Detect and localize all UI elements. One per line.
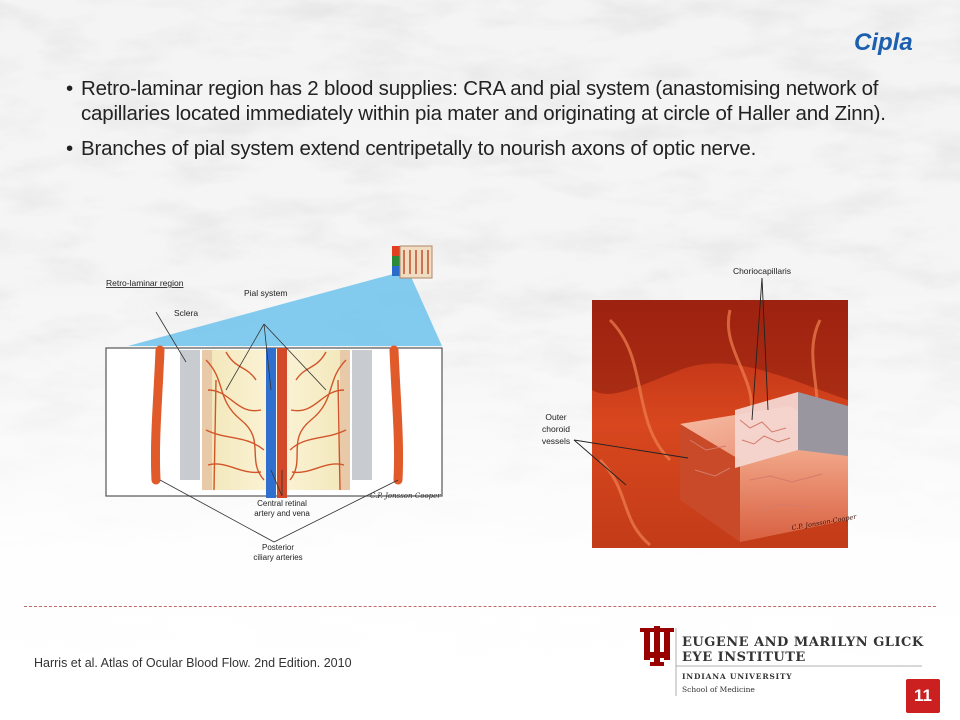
iu-trident-icon [640,626,674,666]
label-vessels: vessels [542,436,570,446]
label-outer: Outer [545,412,566,422]
label-choroid: choroid [542,424,570,434]
institute-line4: School of Medicine [682,685,755,694]
ciliary-artery-left [150,345,165,485]
label-pial-system: Pial system [244,288,287,298]
label-retro-laminar: Retro-laminar region [106,278,184,288]
tissue-block-front [740,440,848,542]
glick-eye-institute-logo: EUGENE AND MARILYN GLICK EYE INSTITUTE I… [640,626,924,696]
label-sclera: Sclera [174,308,198,318]
central-artery [277,348,287,498]
inset-thumbnail [392,245,433,279]
footer-divider [24,606,936,607]
institute-line1: EUGENE AND MARILYN GLICK [682,635,924,650]
bullet-text: Retro-laminar region has 2 blood supplie… [81,77,886,125]
ciliary-artery-right [389,345,404,485]
choroid-diagram: Choriocapillaris Outer choroid vessels C… [542,266,858,548]
central-vein [266,348,276,498]
artist-signature: C.P. Jonsson-Cooper [370,492,441,500]
retro-laminar-diagram: Retro-laminar region Pial system Sclera … [105,245,443,562]
label-posterior: Posterior [262,543,294,552]
sclera-left [180,350,200,480]
citation: Harris et al. Atlas of Ocular Blood Flow… [34,656,352,670]
label-choriocapillaris: Choriocapillaris [733,266,791,276]
page-number-badge: 11 [906,679,940,713]
label-central-retinal-2: artery and vena [254,509,310,518]
cipla-logo-text: Cipla [854,29,913,56]
institute-line3: INDIANA UNIVERSITY [682,672,792,681]
institute-line2: EYE INSTITUTE [682,650,806,665]
bullet-text: Branches of pial system extend centripet… [81,137,757,160]
pial-capillaries [205,351,347,491]
bullet-item: •Retro-laminar region has 2 blood suppli… [66,77,886,125]
sclera-right [352,350,372,480]
zoom-wedge [128,270,442,346]
tissue-block-side [680,424,740,542]
label-central-retinal: Central retinal [257,499,307,508]
cipla-logo: Cipla [854,29,913,56]
bullet-list: •Retro-laminar region has 2 blood suppli… [66,76,906,171]
label-posterior-2: ciliary arteries [253,553,302,562]
bullet-item: •Branches of pial system extend centripe… [66,137,757,160]
